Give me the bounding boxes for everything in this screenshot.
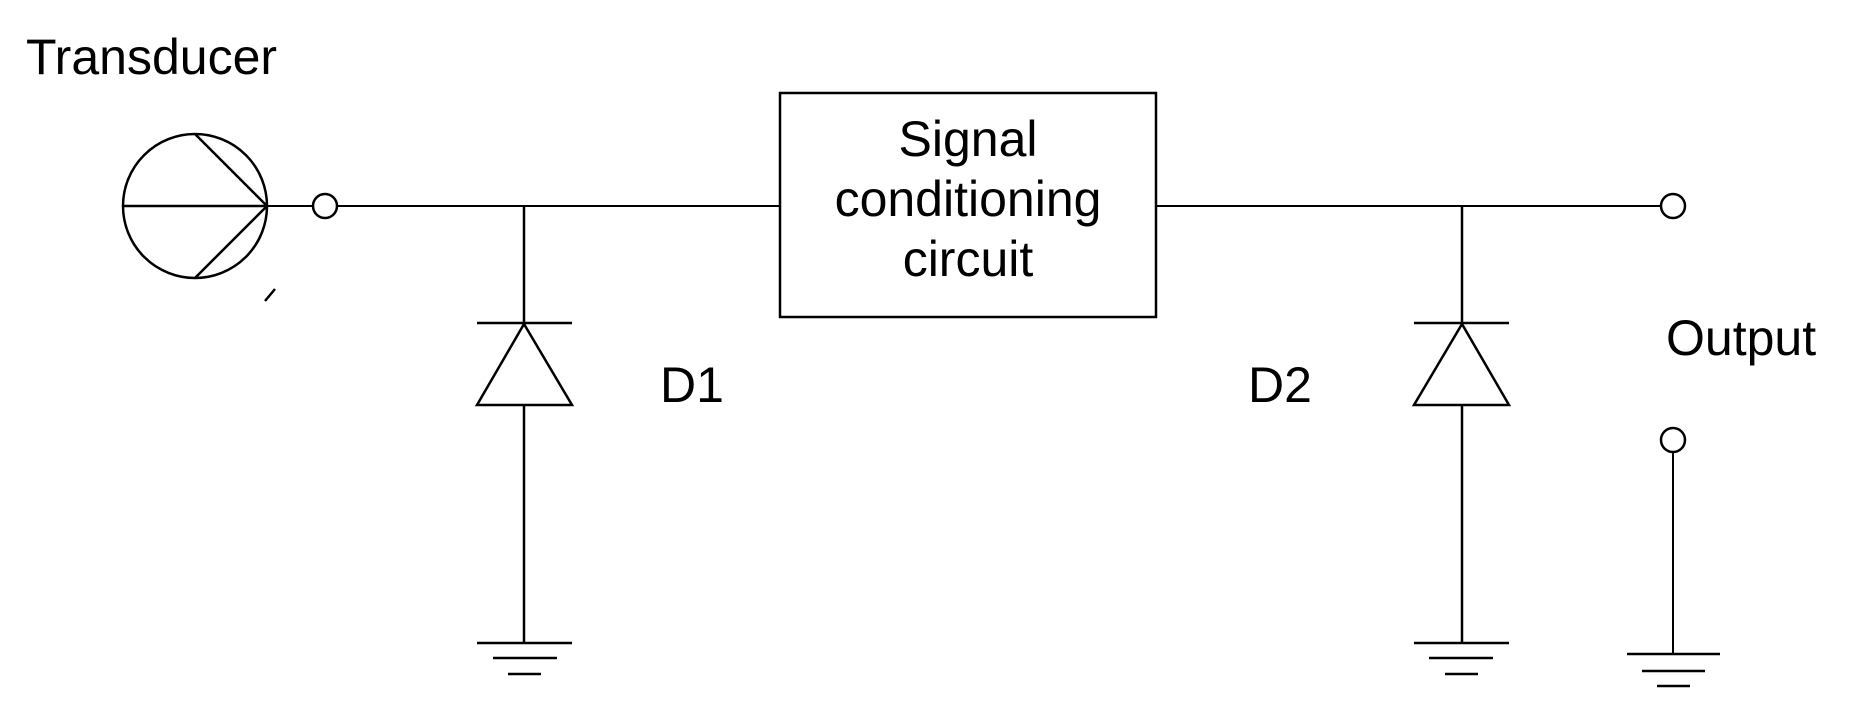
diode-d1-symbol-icon [474,206,575,643]
tick-mark-icon [264,288,276,302]
output-ground-symbol-icon [1627,652,1720,688]
d1-ground-symbol-icon [477,641,572,676]
transducer-terminal-node-icon [311,192,339,220]
d1-label: D1 [660,357,724,413]
signal-conditioning-label-container: Signal conditioning circuit [780,93,1156,317]
output-terminal-bottom-node-icon [1659,426,1687,454]
diode-d2-symbol-icon [1411,206,1512,643]
transducer-symbol-icon [121,132,269,280]
d2-ground-symbol-icon [1414,641,1509,676]
output-label: Output [1666,310,1817,366]
transducer-label: Transducer [26,29,278,85]
output-terminal-top-node-icon [1659,192,1687,220]
d2-label: D2 [1248,357,1312,413]
signal-conditioning-label: Signal conditioning circuit [834,111,1102,287]
